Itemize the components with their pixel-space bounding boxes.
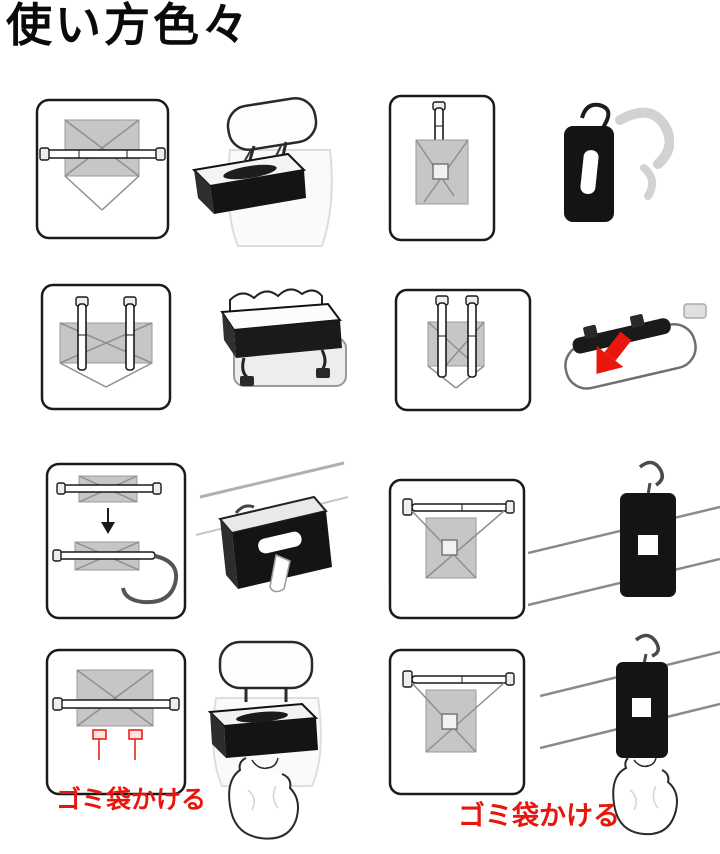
clip [629, 314, 645, 328]
strap-loop [121, 554, 178, 605]
mount-bar [58, 551, 156, 560]
page-title: 使い方色々 [6, 0, 251, 52]
bar-assembly-steps-diagram [45, 462, 187, 620]
tissue-slot [236, 711, 288, 723]
slot-window [441, 539, 458, 556]
tissue-slot [638, 535, 658, 555]
tissue-slot [223, 164, 277, 180]
buckle [240, 376, 254, 386]
garbage-bag [228, 757, 299, 840]
strap [243, 149, 252, 163]
mount-bar [411, 675, 509, 684]
tissue-box [218, 495, 332, 589]
tissue-slot [632, 698, 651, 717]
garbage-bag [612, 757, 678, 836]
tissue-box-mounted-illustration [192, 455, 352, 630]
bar-plate-red-clips-diagram [45, 648, 187, 796]
bar-end-cap [505, 500, 515, 514]
tissue-box-on-headrest-illustration [172, 92, 337, 257]
hanging-tissue [269, 553, 291, 593]
bar-end-cap [402, 670, 413, 688]
vertical-bar-plate-diagram [388, 94, 496, 242]
bar-through-plate-diagram [35, 98, 170, 240]
mount-pin [435, 295, 449, 378]
strap [234, 504, 255, 514]
red-clip-marker [92, 729, 143, 760]
tissue-slot [258, 531, 302, 554]
seat-side-edge [615, 107, 674, 169]
bar-end-cap [152, 482, 162, 495]
tissue-box-on-armrest-illustration [200, 272, 360, 420]
hook-icon [580, 102, 611, 129]
tissue-slot [580, 150, 599, 195]
tissue-box [191, 152, 307, 214]
hook-icon [634, 633, 660, 658]
down-arrow-icon [101, 522, 115, 534]
tissue-box-on-sun-visor-illustration [552, 290, 712, 415]
clip [583, 324, 598, 339]
bar-end-cap [52, 697, 63, 711]
two-pins-small-plate-diagram [394, 288, 532, 412]
strap-lines [427, 321, 485, 389]
bar-end-cap [39, 147, 50, 161]
tissue-box-garbage-bag-headrest-illustration [190, 638, 345, 848]
mount-bar [44, 149, 160, 159]
headrest [226, 97, 318, 151]
tissue-box [207, 702, 319, 758]
strap-lines [64, 119, 140, 211]
shelf-edge [199, 461, 345, 499]
strap-lines [59, 322, 153, 388]
headrest [218, 640, 314, 690]
sun-visor [564, 314, 697, 390]
visor-mount-tab [683, 303, 707, 319]
strap [275, 145, 282, 157]
red-arrow-icon [596, 331, 632, 374]
mount-bar [411, 503, 509, 512]
mount-pin [465, 295, 479, 378]
slot-window [441, 713, 458, 730]
bar-end-cap [52, 549, 62, 562]
mount-bar [57, 699, 175, 709]
bar-plate-square-diagram [388, 478, 526, 620]
tissue-box-on-hook-illustration [524, 92, 674, 252]
tissue-box-garbage-bag-wire-illustration [540, 630, 720, 850]
headrest-post [248, 145, 256, 161]
slot-window [432, 163, 449, 180]
buckle [316, 368, 330, 378]
two-pins-plate-diagram [40, 283, 172, 411]
bar-end-cap [402, 498, 413, 516]
hang-garbage-bag-label: ゴミ袋かける [458, 801, 620, 832]
tissue-box [220, 302, 342, 358]
mount-bar [62, 484, 156, 493]
mount-pin [75, 296, 89, 371]
hook-icon [638, 460, 664, 487]
seat-side-edge [640, 164, 657, 200]
bar-end-cap [56, 482, 66, 495]
hang-garbage-bag-label: ゴミ袋かける [56, 785, 207, 814]
bar-plate-square-diagram [388, 648, 526, 796]
tissue-box-hanging-on-wire-illustration [528, 455, 720, 655]
headrest-post [281, 141, 288, 157]
mount-pin [123, 296, 137, 371]
bar-end-cap [505, 672, 515, 686]
strap-lines [76, 669, 154, 727]
bar-end-cap [169, 697, 180, 711]
bar-end-cap [155, 147, 166, 161]
